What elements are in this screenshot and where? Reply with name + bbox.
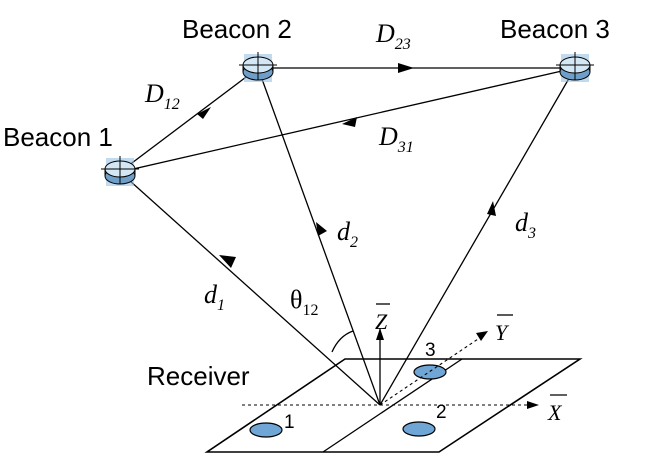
x-axis-arrowhead: [527, 401, 539, 409]
arrow-d23: [398, 63, 414, 73]
label-small-d1: d1: [204, 280, 225, 314]
arrow-d3: [487, 201, 496, 216]
sensor-2: [402, 421, 436, 437]
beacon-1: [101, 156, 139, 186]
y-axis-arrowhead: [476, 331, 488, 341]
arrow-d31: [342, 117, 357, 127]
angle-arc: [331, 330, 354, 353]
label-theta12: θ12: [290, 285, 318, 319]
sensor-3: [413, 364, 447, 380]
svg-text:Y: Y: [495, 320, 510, 345]
arrow-d2: [316, 222, 327, 236]
beacon-3-label: Beacon 3: [500, 14, 610, 44]
label-small-d2: d2: [337, 217, 358, 251]
y-axis-dashed: [379, 334, 485, 406]
beacon-2: [239, 52, 277, 82]
axis-label-y: Y: [495, 314, 513, 345]
sensor-3-label: 3: [425, 340, 436, 361]
arrow-d12: [197, 107, 211, 119]
label-small-d3: d3: [515, 208, 536, 242]
sensor-2-label: 2: [436, 402, 447, 423]
link-d1: [119, 171, 381, 406]
label-d31: D31: [378, 122, 414, 156]
axes: [242, 328, 539, 409]
sensor-1: [249, 422, 283, 438]
z-axis-arrowhead: [376, 328, 384, 340]
link-d3: [379, 67, 576, 406]
arrow-d1: [219, 255, 236, 268]
beacon-3: [556, 52, 594, 82]
link-d2: [257, 67, 381, 406]
axis-label-x: X: [547, 394, 567, 425]
beacon-links: [119, 63, 576, 173]
label-d12: D12: [144, 79, 180, 113]
beacon-2-label: Beacon 2: [182, 14, 292, 44]
link-d31: [119, 67, 576, 173]
beacon-1-label: Beacon 1: [3, 122, 113, 152]
receiver-sensors: [249, 364, 447, 438]
svg-text:Z: Z: [375, 309, 388, 334]
svg-text:X: X: [547, 400, 563, 425]
receiver-label: Receiver: [147, 361, 250, 391]
link-d12: [119, 67, 259, 173]
label-d23: D23: [375, 19, 411, 53]
axis-label-z: Z: [375, 303, 390, 334]
sensor-1-label: 1: [284, 412, 295, 433]
receiver-links: [119, 67, 576, 406]
